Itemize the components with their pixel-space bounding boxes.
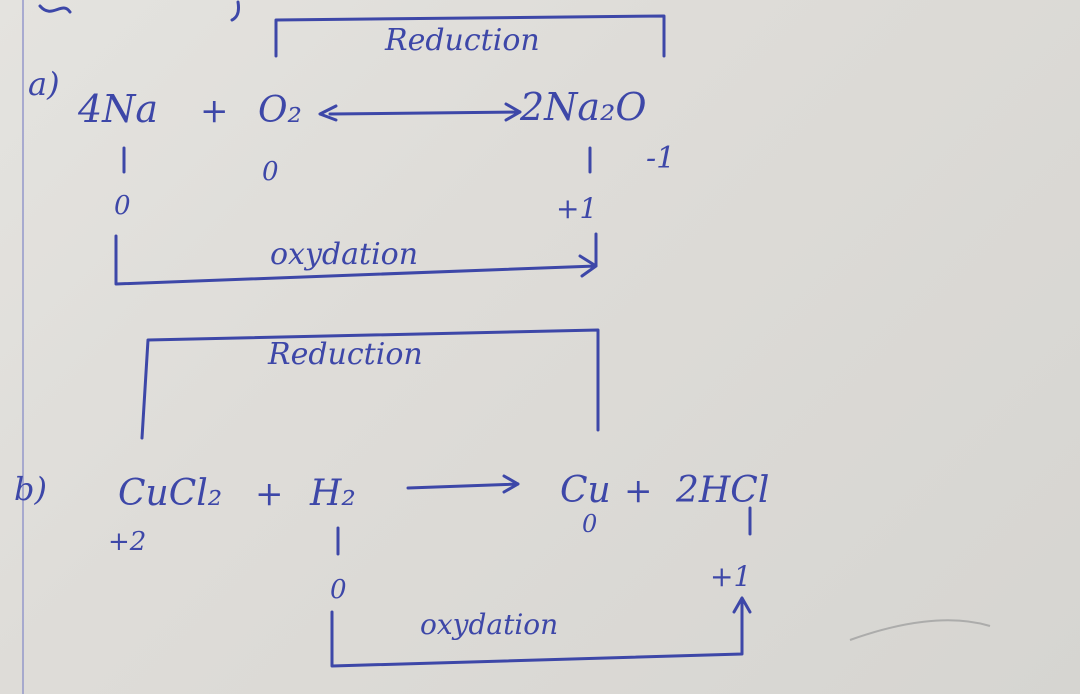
reactant-4na: 4Na <box>77 87 158 131</box>
product-2na2o: 2Na₂O <box>519 85 646 129</box>
reaction-arrow-a <box>318 102 522 122</box>
ox-state-h-product: +1 <box>710 560 751 593</box>
top-scribble <box>38 0 240 22</box>
ox-state-cu-product: 0 <box>582 510 597 538</box>
oxidation-label-a: oxydation <box>270 237 418 272</box>
reduction-label-a: Reduction <box>384 23 540 58</box>
oxidation-bracket-b <box>330 596 752 668</box>
reactant-cucl2: CuCl₂ <box>118 473 222 514</box>
reduction-bracket-b <box>140 328 600 440</box>
reaction-arrow-b <box>406 474 520 494</box>
plus-sign-b1: + <box>255 474 284 514</box>
section-a: Reduction a) 4Na + O₂ 2Na₂O 0 0 -1 +1 ox… <box>28 14 675 286</box>
reduction-label-b: Reduction <box>267 337 423 372</box>
oxidation-label-b: oxydation <box>420 608 558 641</box>
reduction-bracket-a <box>274 14 666 58</box>
ox-state-o-reactant: 0 <box>262 157 279 187</box>
plus-sign-b2: + <box>624 471 653 511</box>
ox-state-cu-reactant: +2 <box>108 527 146 557</box>
reactant-o2: O₂ <box>258 90 302 131</box>
margin-line <box>22 0 24 694</box>
oxidation-bracket-a <box>114 232 598 286</box>
ox-state-o-product: -1 <box>646 141 675 176</box>
section-b: Reduction b) CuCl₂ + H₂ Cu + 2HCl +2 0 0… <box>14 328 769 668</box>
product-2hcl: 2HCl <box>675 470 769 511</box>
section-a-label: a) <box>28 65 60 103</box>
product-cu: Cu <box>560 470 611 511</box>
ox-state-na-product: +1 <box>556 192 597 225</box>
ox-state-h-reactant: 0 <box>330 575 347 605</box>
plus-sign-a: + <box>200 91 229 131</box>
ox-state-na-reactant: 0 <box>114 191 131 221</box>
section-b-label: b) <box>14 470 47 508</box>
reactant-h2: H₂ <box>309 473 356 514</box>
pencil-mark <box>849 619 991 641</box>
